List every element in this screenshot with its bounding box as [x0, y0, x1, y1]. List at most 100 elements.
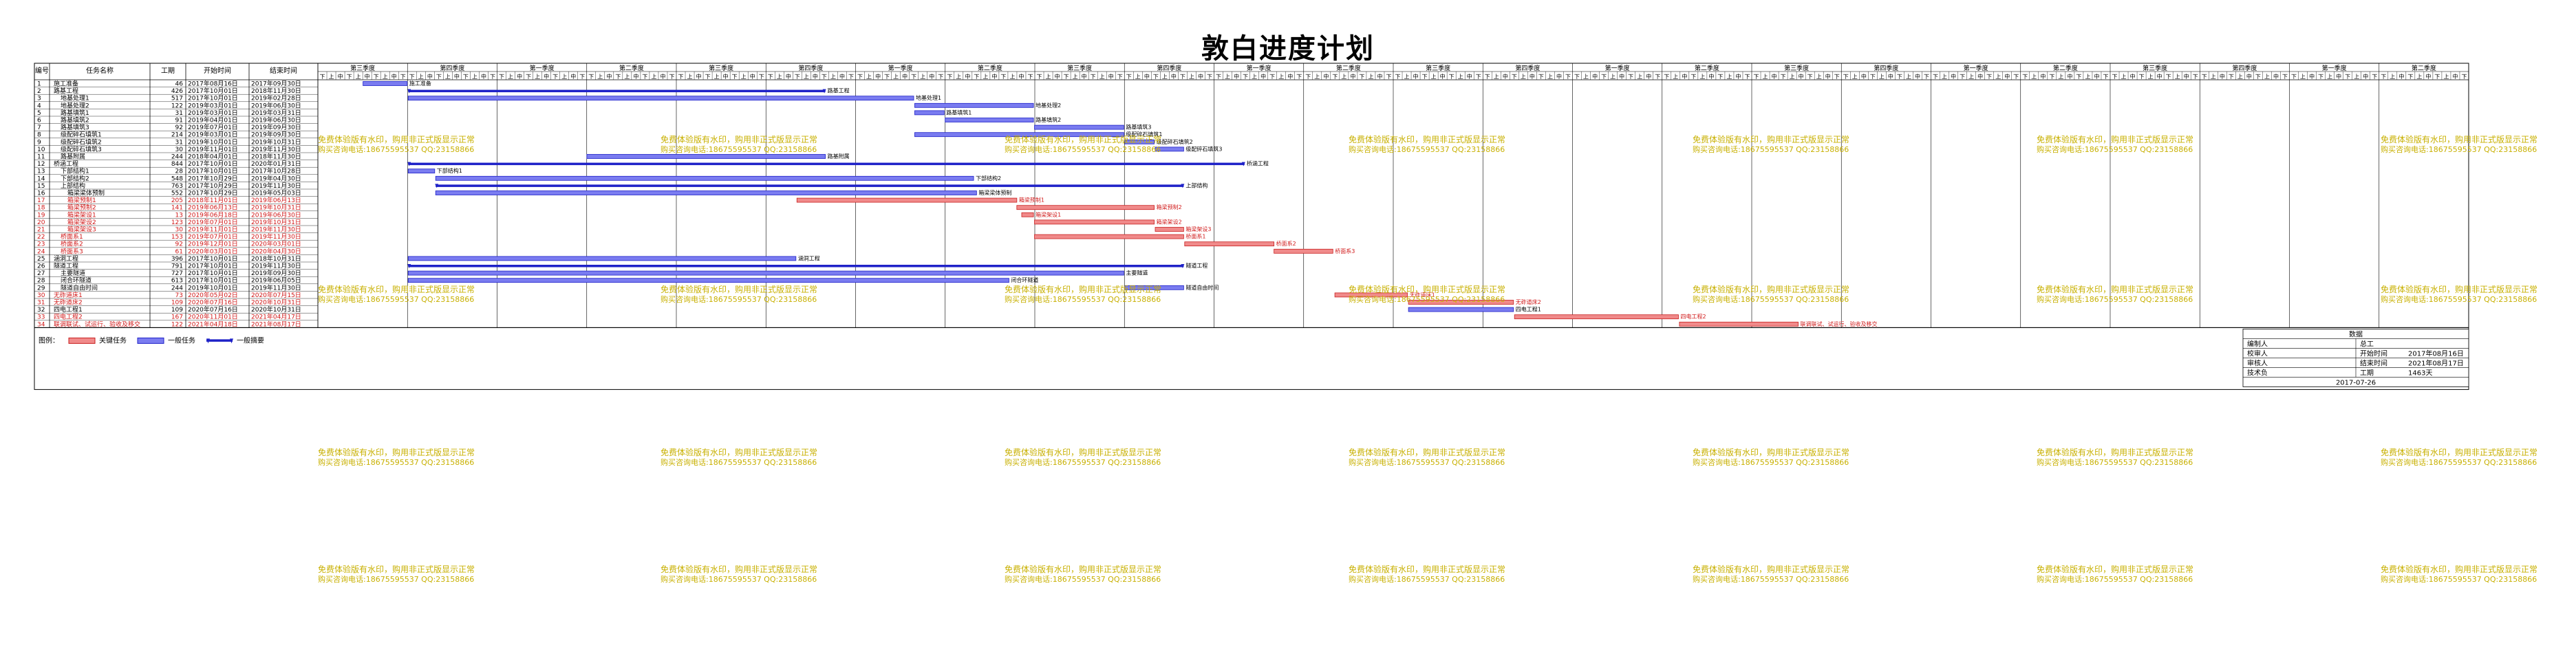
task-duration: 28 — [175, 168, 184, 175]
info-key2: 总工 — [2360, 339, 2374, 348]
subcell-label: 上 — [1995, 74, 2001, 80]
subcell-label: 中 — [1735, 73, 1741, 80]
task-end: 2019年05月03日 — [251, 189, 301, 197]
subcell-label: 下 — [1924, 74, 1929, 80]
subcell-label: 上 — [2443, 74, 2449, 80]
subcell-label: 下 — [642, 74, 647, 80]
task-duration: 205 — [171, 197, 183, 204]
row-id: 13 — [37, 168, 45, 175]
subcell-label: 下 — [1601, 74, 1607, 80]
row-id: 23 — [37, 241, 45, 248]
bar-label: 箱梁架设1 — [1035, 211, 1061, 218]
task-end: 2019年11月30日 — [251, 262, 301, 270]
bar-label: 施工准备 — [409, 80, 431, 87]
subcell-label: 中 — [517, 73, 522, 80]
subcell-label: 中 — [1108, 73, 1114, 80]
subcell-label: 中 — [1592, 73, 1598, 80]
subcell-label: 中 — [2067, 73, 2072, 80]
info-key: 审核人 — [2247, 358, 2268, 367]
watermark-text: 购买咨询电话:18675595537 QQ:23158866 — [318, 294, 474, 304]
task-name: 涵洞工程 — [54, 255, 78, 263]
watermark-text: 免费体验版有水印，购用非正式版显示正常 — [1005, 447, 1161, 457]
task-duration: 73 — [175, 292, 183, 299]
subcell-label: 上 — [920, 74, 925, 80]
watermark-text: 购买咨询电话:18675595537 QQ:23158866 — [1005, 574, 1161, 584]
task-name: 地基处理2 — [61, 101, 89, 109]
bar-label: 无砟道床1 — [1410, 291, 1435, 298]
row-id: 24 — [37, 248, 45, 255]
task-end: 2019年06月13日 — [251, 196, 301, 204]
subcell-label: 中 — [1503, 73, 1508, 80]
subcell-label: 上 — [445, 74, 451, 80]
subcell-label: 中 — [1323, 73, 1329, 80]
watermark-text: 购买咨询电话:18675595537 QQ:23158866 — [1693, 574, 1849, 584]
task-bar — [363, 81, 408, 86]
subcell-label: 下 — [2461, 74, 2467, 80]
bar-label: 无砟道床2 — [1516, 298, 1541, 305]
subcell-label: 中 — [2157, 73, 2162, 80]
subcell-label: 下 — [857, 74, 863, 80]
subcell-label: 上 — [2148, 74, 2154, 80]
watermark-text: 免费体验版有水印，购用非正式版显示正常 — [2381, 447, 2537, 457]
legend-normal-label: 一般任务 — [168, 336, 195, 345]
task-duration: 153 — [171, 234, 183, 241]
subcell-label: 中 — [1234, 73, 1239, 80]
task-end: 2019年02月28日 — [251, 94, 301, 102]
watermark-text: 免费体验版有水印，购用非正式版显示正常 — [1005, 134, 1161, 144]
subcell-label: 上 — [1314, 74, 1320, 80]
subcell-label: 上 — [1852, 74, 1858, 80]
task-end: 2019年11月30日 — [251, 232, 301, 241]
legend-summary-end — [230, 338, 233, 344]
subcell-label: 下 — [1153, 74, 1159, 80]
subcell-label: 下 — [2103, 74, 2108, 80]
task-name: 箱梁架设1 — [67, 210, 96, 219]
task-name: 箱梁架设2 — [67, 218, 96, 226]
bar-label: 联调联试、试运行、验收及移交 — [1801, 320, 1878, 327]
bar-label: 箱梁架设3 — [1185, 226, 1211, 232]
subcell-label: 上 — [893, 74, 899, 80]
task-name: 桥面系3 — [61, 247, 83, 255]
chart-title: 敦白进度计划 — [1201, 32, 1375, 65]
watermark-text: 免费体验版有水印，购用非正式版显示正常 — [318, 284, 475, 294]
subcell-label: 中 — [1619, 73, 1624, 80]
subcell-label: 下 — [1037, 74, 1042, 80]
bar-label: 桥涵工程 — [1247, 160, 1269, 167]
quarter-label: 第三季度 — [1067, 64, 1092, 72]
quarter-label: 第三季度 — [350, 64, 375, 72]
task-name: 无砟道床1 — [54, 291, 83, 299]
subcell-label: 上 — [418, 74, 424, 80]
info-key2: 结束时间 — [2360, 358, 2387, 367]
task-start: 2017年10月29日 — [188, 182, 238, 190]
subcell-label: 上 — [1162, 74, 1168, 80]
subcell-label: 上 — [1906, 74, 1911, 80]
subcell-label: 下 — [1717, 74, 1723, 80]
subcell-label: 下 — [552, 74, 558, 80]
subcell-label: 中 — [2220, 73, 2225, 80]
subcell-label: 上 — [1099, 74, 1105, 80]
subcell-label: 下 — [1117, 74, 1123, 80]
subcell-label: 下 — [579, 74, 585, 80]
bar-label: 涵洞工程 — [798, 254, 820, 261]
subcell-label: 上 — [1494, 74, 1499, 80]
row-id: 11 — [37, 154, 45, 161]
row-id: 30 — [37, 292, 45, 299]
row-id: 31 — [37, 300, 45, 307]
subcell-label: 下 — [1476, 74, 1481, 80]
task-start: 2019年03月01日 — [188, 101, 238, 109]
subcell-label: 下 — [2193, 74, 2198, 80]
subcell-label: 中 — [929, 73, 934, 80]
subcell-label: 中 — [2040, 73, 2046, 80]
task-start: 2017年10月29日 — [188, 174, 238, 182]
subcell-label: 中 — [1350, 73, 1355, 80]
subcell-label: 上 — [1009, 74, 1015, 80]
subcell-label: 上 — [2390, 74, 2395, 80]
task-duration: 61 — [175, 248, 183, 255]
subcell-label: 中 — [2130, 73, 2136, 80]
task-start: 2017年10月01日 — [188, 87, 238, 95]
critical-task-bar — [1679, 321, 1799, 327]
subcell-label: 下 — [1180, 74, 1185, 80]
row-id: 25 — [37, 256, 45, 263]
subcell-label: 上 — [830, 74, 836, 80]
summary-end-marker — [1181, 184, 1185, 188]
subcell-label: 下 — [499, 74, 504, 80]
